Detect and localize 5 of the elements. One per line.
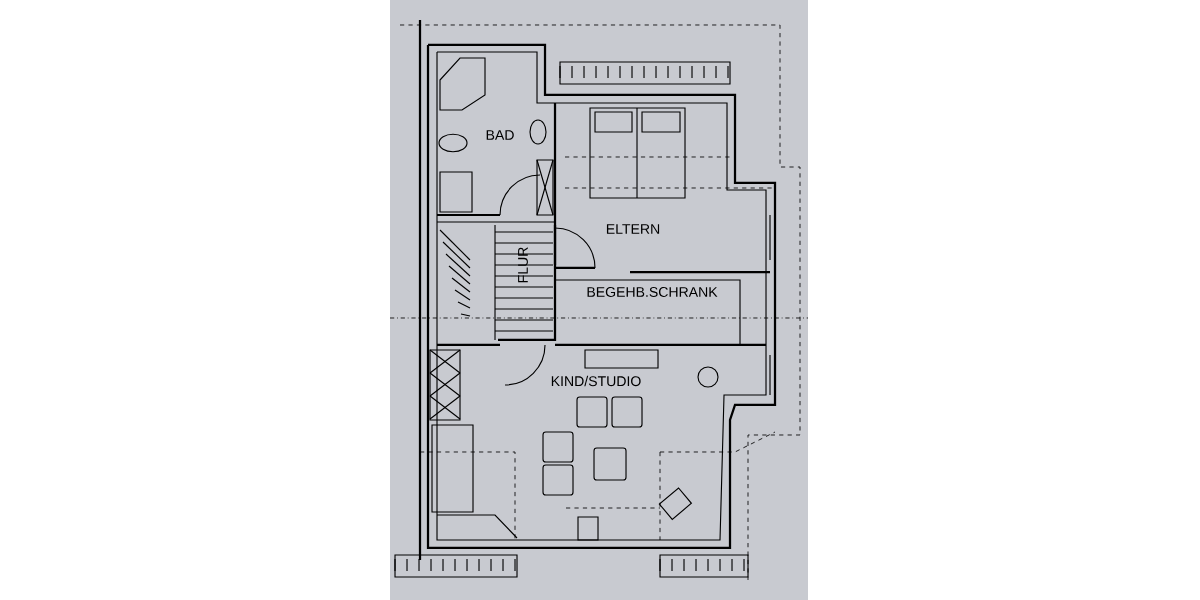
room-label: BEGEHB.SCHRANK — [587, 287, 718, 297]
room-label: ELTERN — [606, 224, 660, 234]
room-label: BAD — [486, 130, 514, 140]
room-label: KIND/STUDIO — [551, 375, 641, 387]
room-label: FLUR — [518, 247, 528, 283]
